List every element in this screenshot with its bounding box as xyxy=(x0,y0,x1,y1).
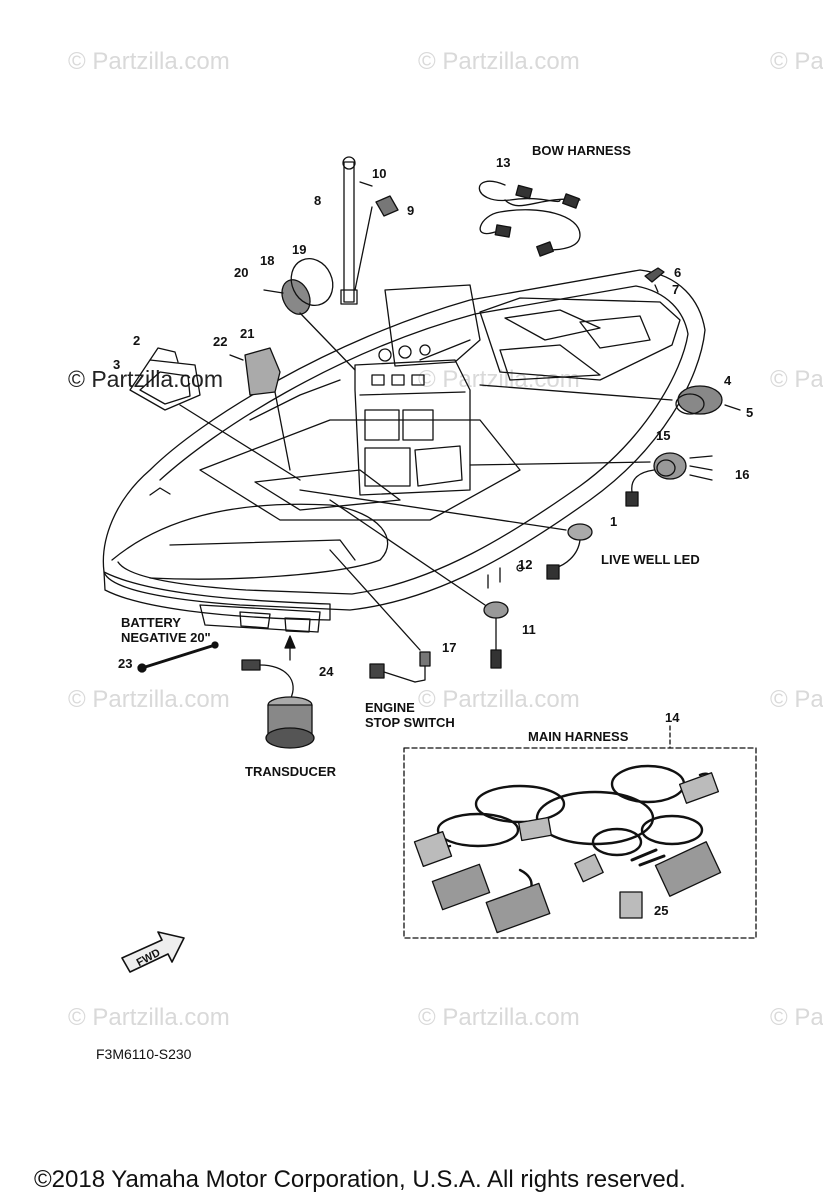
part-13-bow-harness xyxy=(478,180,581,257)
callout-17: 17 xyxy=(442,640,457,655)
part-15-light xyxy=(469,452,713,507)
callout-21: 21 xyxy=(240,326,255,341)
callout-5: 5 xyxy=(746,405,754,420)
callout-1: 1 xyxy=(610,514,618,529)
part-8-antenna xyxy=(340,156,399,305)
part-6-cleat xyxy=(644,267,665,293)
transducer-label: TRANSDUCER xyxy=(245,764,336,779)
callout-14: 14 xyxy=(665,710,680,725)
watermark: © Partzilla.com xyxy=(418,1004,580,1031)
watermark: © Partzilla.com xyxy=(68,686,230,713)
helm-console xyxy=(354,284,481,496)
watermark: © Partzilla.com xyxy=(68,48,230,75)
callout-13: 13 xyxy=(496,155,511,170)
part-24-transducer xyxy=(241,635,315,749)
part-14-main-harness xyxy=(403,725,757,939)
part-17-engine-stop-switch xyxy=(329,549,431,683)
live-well-led-label: LIVE WELL LED xyxy=(601,552,700,567)
callout-20: 20 xyxy=(234,265,249,280)
main-harness-label: MAIN HARNESS xyxy=(528,729,629,744)
watermark: © Pa xyxy=(770,686,823,713)
part-18-speaker xyxy=(263,258,356,371)
watermark: © Pa xyxy=(770,48,823,75)
battery-negative-label-line2: NEGATIVE 20" xyxy=(121,630,211,645)
battery-negative-label-line1: BATTERY xyxy=(121,615,181,630)
callout-19: 19 xyxy=(292,242,307,257)
watermark: © Partzilla.com xyxy=(418,686,580,713)
callout-12: 12 xyxy=(518,557,533,572)
watermark: © Partzilla.com xyxy=(68,1004,230,1031)
callout-9: 9 xyxy=(407,203,415,218)
watermark: © Pa xyxy=(770,1004,823,1031)
callout-11: 11 xyxy=(522,622,536,637)
callout-6: 6 xyxy=(674,265,682,280)
bow-harness-label: BOW HARNESS xyxy=(532,143,631,158)
watermark: © Partzilla.com xyxy=(418,48,580,75)
callout-7: 7 xyxy=(672,282,680,297)
callout-4: 4 xyxy=(724,373,732,388)
callout-8: 8 xyxy=(314,193,322,208)
callout-2: 2 xyxy=(133,333,141,348)
callout-16: 16 xyxy=(735,467,750,482)
part-4-speaker xyxy=(479,384,741,415)
callout-15: 15 xyxy=(656,428,671,443)
callout-3: 3 xyxy=(113,357,121,372)
copyright-notice: ©2018 Yamaha Motor Corporation, U.S.A. A… xyxy=(34,1166,686,1193)
callout-18: 18 xyxy=(260,253,275,268)
callout-10: 10 xyxy=(372,166,387,181)
fwd-arrow-icon xyxy=(121,931,185,973)
engine-stop-switch-label-line1: ENGINE xyxy=(365,700,415,715)
part-23-battery-cable xyxy=(137,641,219,673)
boat-hull xyxy=(102,269,706,633)
callout-23: 23 xyxy=(118,656,133,671)
part-21-switch xyxy=(229,347,291,471)
part-1-live-well-led xyxy=(299,489,593,580)
part-2-bracket xyxy=(129,347,301,481)
callout-25: 25 xyxy=(654,903,669,918)
callout-24: 24 xyxy=(319,664,334,679)
diagram-code: F3M6110-S230 xyxy=(96,1046,192,1062)
part-11-socket xyxy=(329,499,524,669)
watermark: © Pa xyxy=(770,366,823,393)
callout-22: 22 xyxy=(213,334,228,349)
engine-stop-switch-label-line2: STOP SWITCH xyxy=(365,715,455,730)
